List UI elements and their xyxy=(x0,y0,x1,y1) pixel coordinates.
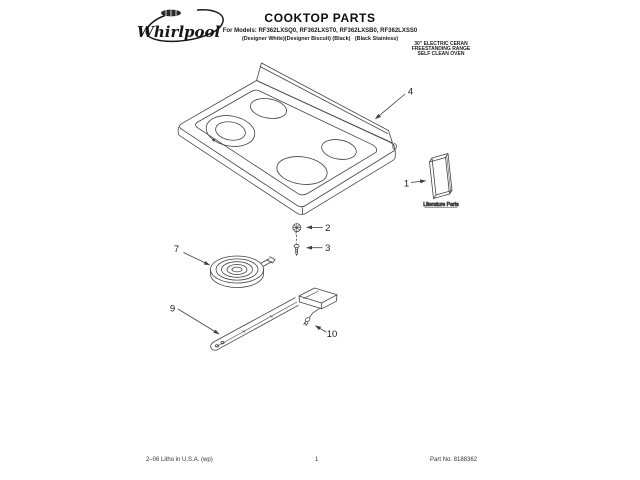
callout-leaders xyxy=(177,93,427,335)
callout-9-label: 9 xyxy=(170,304,175,315)
callout-10-arrow xyxy=(314,325,327,333)
page-title: COOKTOP PARTS xyxy=(264,11,376,25)
screw-part xyxy=(293,243,300,257)
callout-7-label: 7 xyxy=(174,244,179,255)
product-info-line-1: 30" ELECTRIC CERAN xyxy=(414,41,468,47)
burner-box-rail-part xyxy=(210,287,338,351)
burner-left-notch xyxy=(212,138,215,142)
brand-swoosh xyxy=(145,9,224,43)
product-info: 30" ELECTRIC CERAN FREESTANDING RANGE SE… xyxy=(402,41,480,58)
page-number: 1 xyxy=(315,457,319,463)
callout-7-arrow xyxy=(183,252,211,266)
product-info-line-3: SELF CLEAN OVEN xyxy=(417,51,465,58)
callout-4-arrow xyxy=(375,93,406,120)
literature-parts-book xyxy=(429,152,453,200)
litho-note: 2–06 Litho in U.S.A. (wp) xyxy=(146,457,213,463)
burner-front xyxy=(276,156,328,185)
cooktop-part xyxy=(177,62,397,215)
backsplash xyxy=(256,62,393,144)
cooktop-surface xyxy=(179,80,396,208)
callout-1-arrow xyxy=(410,179,427,184)
grommet-part xyxy=(292,223,302,235)
product-info-line-2: FREESTANDING RANGE xyxy=(411,46,471,53)
finishes-line: (Designer White)(Designer Biscuit) (Blac… xyxy=(241,35,399,42)
callout-3-label: 3 xyxy=(325,243,330,254)
literature-parts-label: Literature Parts xyxy=(423,202,459,208)
callout-9-arrow xyxy=(177,308,220,335)
callout-4-label: 4 xyxy=(408,87,413,98)
crown-icon xyxy=(161,9,181,17)
rail-end-flange xyxy=(298,287,338,310)
burner-right xyxy=(321,139,357,160)
callout-10-label: 10 xyxy=(327,329,338,340)
callout-2-label: 2 xyxy=(325,223,330,234)
callout-1-label: 1 xyxy=(404,179,409,190)
part-number: Part No. 8188362 xyxy=(430,457,478,463)
screw-10-part xyxy=(303,317,311,327)
coil-terminal xyxy=(260,256,276,267)
brand-name: Whirlpool xyxy=(137,23,221,41)
whirlpool-logo-graphic: Whirlpool xyxy=(137,9,224,43)
burner-left-inner xyxy=(215,121,246,141)
header-text: COOKTOP PARTS For Models: RF362LXSQ0, RF… xyxy=(0,11,640,42)
models-line: For Models: RF362LXSQ0, RF362LXST0, RF36… xyxy=(222,28,418,34)
whirlpool-logo: Whirlpool xyxy=(135,8,235,54)
coil-element-part xyxy=(210,255,276,288)
burner-rear-center xyxy=(250,98,287,119)
burner-left-outer xyxy=(205,115,256,147)
